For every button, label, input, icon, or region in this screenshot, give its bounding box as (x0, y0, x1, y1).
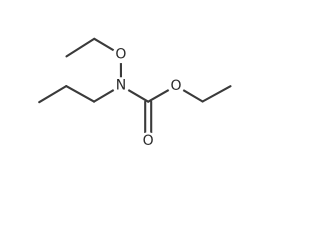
atom-n-mask (112, 77, 130, 95)
atom-n-label: N (116, 78, 126, 94)
atom-o-carbonyl-label: O (143, 133, 154, 149)
bond-ethyl-top-ch3-ch2 (65, 37, 96, 58)
atom-n: N (112, 77, 130, 95)
atom-o-ethoxy-mask (112, 46, 130, 64)
atom-o-carbonyl: O (139, 132, 157, 150)
atom-o-ester-mask (167, 77, 185, 95)
atom-o-ethoxy: O (112, 46, 130, 64)
bond-propyl-ch2-ch3 (38, 85, 68, 104)
molecule-structure: O N O O (38, 37, 232, 150)
atom-o-ester-label: O (170, 78, 181, 94)
bond-propyl-ch2-ch2 (65, 85, 96, 103)
atom-o-carbonyl-mask (139, 132, 157, 150)
bond-layer (38, 37, 232, 134)
atom-o-ethoxy-label: O (115, 47, 126, 63)
atom-o-ester: O (167, 77, 185, 95)
bond-ethyl-bottom-ch2-ch3 (201, 85, 232, 103)
